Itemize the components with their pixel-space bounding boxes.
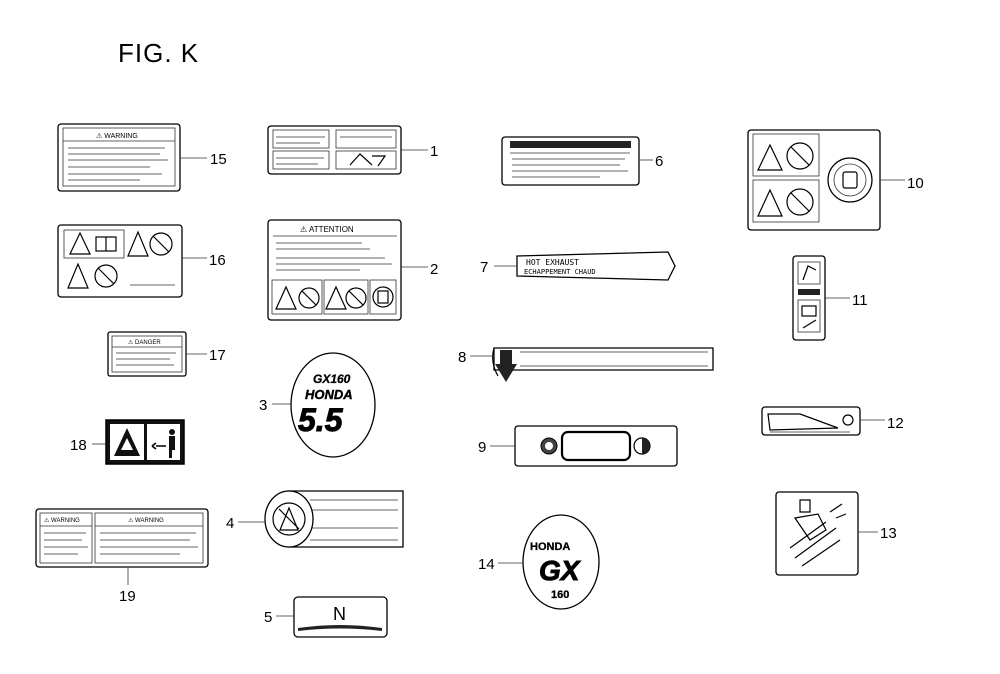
label-part-8[interactable] [492,347,714,382]
label-17-heading: ⚠ DANGER [128,339,161,346]
callout-3: 3 [259,397,267,414]
label-part-6[interactable] [501,136,640,186]
label-part-2[interactable]: ⚠ ATTENTION [267,219,402,321]
label-part-11[interactable] [792,255,826,341]
callout-4: 4 [226,515,234,532]
label-7-line1: HOT EXHAUST [526,258,579,267]
decal-5-letter: N [333,604,346,624]
label-part-15[interactable]: ⚠ WARNING [57,123,181,192]
label-7-line2: ECHAPPEMENT CHAUD [524,268,596,276]
label-19-heading-right: ⚠ WARNING [128,517,164,524]
label-15-heading: ⚠ WARNING [96,132,138,140]
callout-16: 16 [209,252,226,269]
callout-10: 10 [907,175,924,192]
emblem-14-brand: HONDA [530,541,570,553]
label-part-1[interactable] [267,125,402,175]
emblem-14-model: 160 [551,589,569,601]
label-part-17[interactable]: ⚠ DANGER [107,331,187,377]
callout-2: 2 [430,261,438,278]
label-part-7[interactable]: HOT EXHAUST ECHAPPEMENT CHAUD [516,251,676,281]
label-part-4[interactable] [264,490,404,548]
label-part-10[interactable] [747,129,881,231]
label-part-16[interactable] [57,224,183,298]
callout-5: 5 [264,609,272,626]
emblem-part-3[interactable]: GX160 HONDA 5.5 [290,352,376,458]
callout-17: 17 [209,347,226,364]
label-part-5[interactable]: N [293,596,388,638]
figure-title: FIG. K [118,38,200,68]
emblem-14-series: GX [539,555,582,586]
label-part-18[interactable] [105,419,185,465]
callout-14: 14 [478,556,495,573]
callout-19: 19 [119,588,136,605]
callout-12: 12 [887,415,904,432]
label-part-9[interactable] [514,425,678,467]
label-2-heading: ⚠ ATTENTION [300,225,354,234]
callout-9: 9 [478,439,486,456]
callout-11: 11 [852,292,868,309]
label-part-19[interactable]: ⚠ WARNING ⚠ WARNING [35,508,209,568]
callout-7: 7 [480,259,488,276]
label-part-13[interactable] [775,491,859,576]
callout-18: 18 [70,437,87,454]
callout-8: 8 [458,349,466,366]
label-part-12[interactable] [761,406,861,436]
callout-15: 15 [210,151,227,168]
emblem-3-brand: HONDA [305,387,353,402]
emblem-3-model: GX160 [313,372,351,386]
callout-13: 13 [880,525,897,542]
callout-1: 1 [430,143,438,160]
callout-6: 6 [655,153,663,170]
emblem-3-hp: 5.5 [298,402,344,438]
label-19-heading-left: ⚠ WARNING [44,517,80,524]
emblem-part-14[interactable]: HONDA GX 160 [522,514,600,610]
